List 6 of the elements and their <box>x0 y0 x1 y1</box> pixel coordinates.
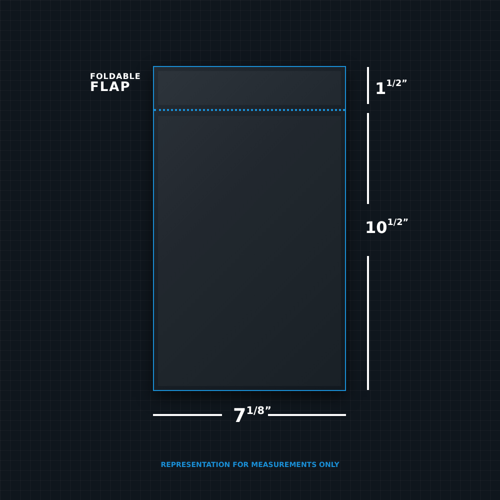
dimension-label: 7$^{1/8”}$ <box>233 407 272 426</box>
panel-label: FOLDABLE <box>90 73 141 81</box>
dimension-label: 10$^{1/2”}$ <box>365 220 409 236</box>
dimension-label: 1$^{1/2”}$ <box>375 81 408 97</box>
bag-outline <box>153 66 346 391</box>
panel-label: FLAP <box>90 81 131 94</box>
